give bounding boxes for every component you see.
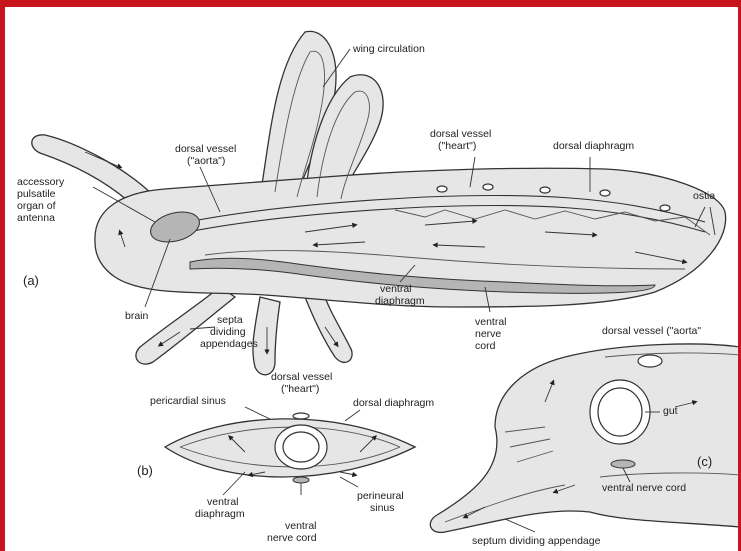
label-wing-circulation: wing circulation <box>352 43 425 55</box>
label-septa: septa <box>217 314 243 326</box>
label-ventral-diaphragm-1: ventral <box>380 283 412 295</box>
label-heart-b: ("heart") <box>281 383 319 395</box>
label-organ-of: organ of <box>17 200 56 212</box>
panel-label-a: (a) <box>23 273 39 288</box>
label-dividing: dividing <box>210 326 246 338</box>
label-antenna: antenna <box>17 212 55 224</box>
label-pericardial-sinus: pericardial sinus <box>150 395 226 407</box>
label-ventral-nerve-cord-2: nerve <box>475 328 501 340</box>
leg-3 <box>305 292 352 362</box>
label-nerve-cord-b: nerve cord <box>267 532 317 544</box>
label-dorsal-vessel-aorta-c: dorsal vessel ("aorta" <box>602 325 701 337</box>
panel-label-b: (b) <box>137 463 153 478</box>
label-aorta-a: ("aorta") <box>187 155 225 167</box>
label-appendages: appendages <box>200 338 258 350</box>
label-dorsal-diaphragm-b: dorsal diaphragm <box>353 397 434 409</box>
label-heart-a: ("heart") <box>438 140 476 152</box>
insect-circulation-diagram: wing circulation dorsal vessel ("aorta")… <box>5 7 741 551</box>
label-ostia: ostia <box>693 190 715 202</box>
label-brain: brain <box>125 310 149 322</box>
label-septum-dividing-appendage: septum dividing appendage <box>472 535 601 547</box>
label-dorsal-diaphragm-a: dorsal diaphragm <box>553 140 634 152</box>
panel-b: dorsal vessel ("heart") pericardial sinu… <box>137 371 434 544</box>
cross-section-c <box>430 344 740 532</box>
panel-label-c: (c) <box>697 454 712 469</box>
label-ventral-b: ventral <box>207 496 239 508</box>
label-perineural: perineural <box>357 490 404 502</box>
label-pulsatile: pulsatile <box>17 188 56 200</box>
label-ventral-diaphragm-2: diaphragm <box>375 295 425 307</box>
label-ventral-nerve-cord-c: ventral nerve cord <box>602 482 686 494</box>
label-ventral-nerve-cord-3: cord <box>475 340 496 352</box>
leg-2 <box>253 297 280 375</box>
label-dorsal-vessel-b: dorsal vessel <box>271 371 332 383</box>
label-sinus: sinus <box>370 502 395 514</box>
label-diaphragm-b: diaphragm <box>195 508 245 520</box>
panel-a: wing circulation dorsal vessel ("aorta")… <box>17 31 726 374</box>
label-ventral-b2: ventral <box>285 520 317 532</box>
label-ventral-nerve-cord-1: ventral <box>475 316 507 328</box>
label-gut: gut <box>663 405 678 417</box>
panel-c: dorsal vessel ("aorta" gut (c) ventral n… <box>430 325 740 547</box>
label-accessory: accessory <box>17 176 65 188</box>
label-dorsal-vessel-heart-a: dorsal vessel <box>430 128 491 140</box>
label-dorsal-vessel-a: dorsal vessel <box>175 143 236 155</box>
